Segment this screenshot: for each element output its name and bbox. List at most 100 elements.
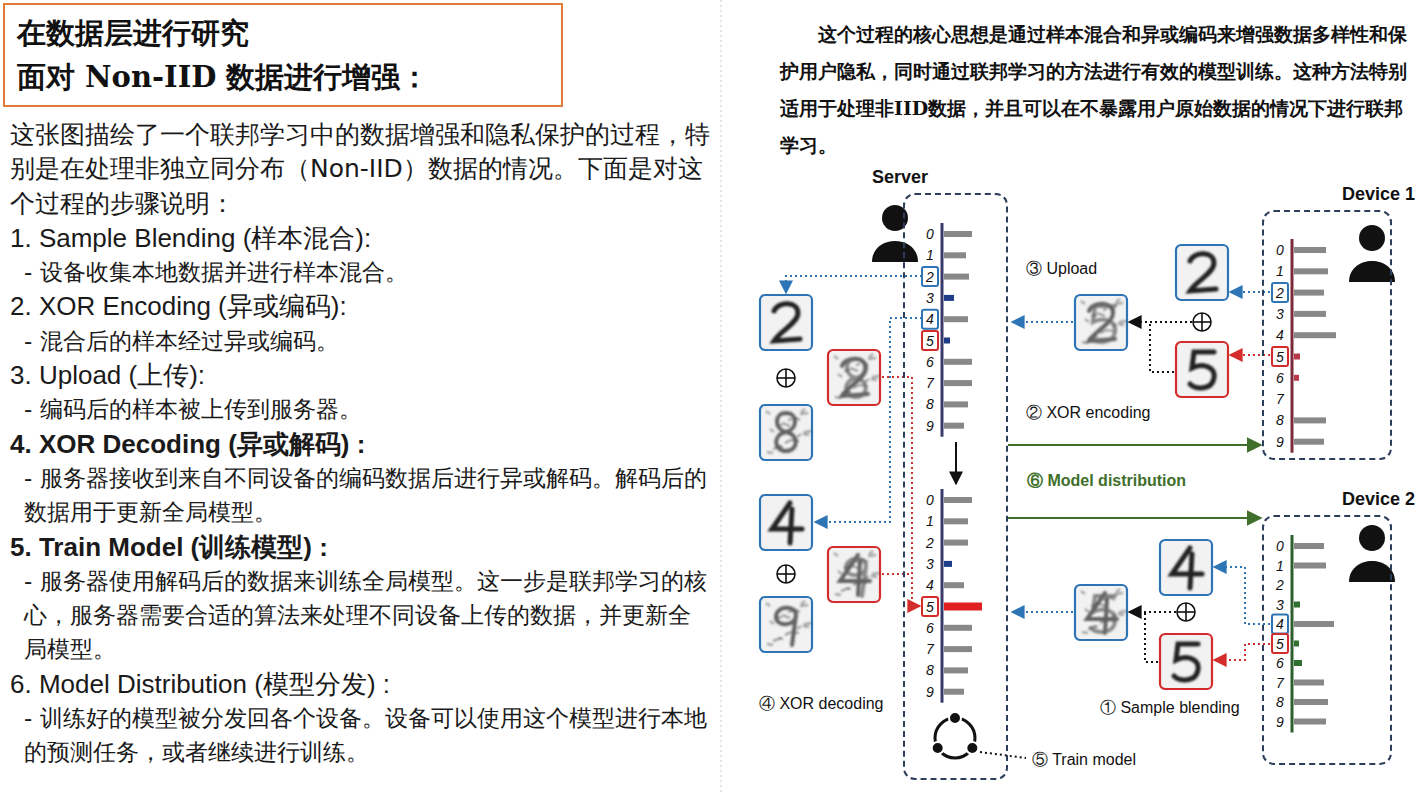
step-heading: 2. XOR Encoding (异或编码): bbox=[10, 289, 710, 323]
person-icon bbox=[872, 205, 918, 262]
digit-image bbox=[828, 547, 880, 602]
class-index: 2 bbox=[923, 535, 937, 551]
digit-image bbox=[760, 405, 812, 460]
step-detail: - 服务器使用解码后的数据来训练全局模型。这一步是联邦学习的核心，服务器需要合适… bbox=[10, 564, 710, 667]
class-index: 1 bbox=[923, 247, 937, 263]
dotted-line bbox=[1129, 321, 1192, 323]
dotted-line bbox=[1230, 354, 1270, 356]
train-icon bbox=[932, 712, 979, 758]
class-index: 5 bbox=[1273, 349, 1287, 365]
title-text: 在数据层进行研究 bbox=[17, 11, 549, 55]
step-detail: - 设备收集本地数据并进行样本混合。 bbox=[10, 255, 710, 289]
step-heading: 6. Model Distribution (模型分发) : bbox=[10, 667, 710, 701]
histogram bbox=[922, 489, 982, 703]
box-heading: Device 2 bbox=[1342, 489, 1415, 510]
class-index: 1 bbox=[1273, 263, 1287, 279]
step-label: ③ Upload bbox=[1024, 259, 1099, 280]
digit-image bbox=[1075, 295, 1127, 350]
class-index: 0 bbox=[1273, 538, 1287, 554]
dotted-line bbox=[1145, 612, 1158, 662]
class-index: 4 bbox=[1273, 327, 1287, 343]
xor-symbol bbox=[1177, 603, 1195, 621]
class-index: 3 bbox=[923, 290, 937, 306]
dotted-line bbox=[1150, 322, 1174, 372]
class-index: 7 bbox=[923, 641, 937, 657]
class-index: 9 bbox=[1273, 714, 1287, 730]
xor-symbol bbox=[777, 565, 795, 583]
class-index: 6 bbox=[923, 354, 937, 370]
histogram bbox=[1272, 535, 1334, 733]
class-index: 6 bbox=[923, 620, 937, 636]
dotted-line bbox=[882, 377, 920, 606]
class-index: 8 bbox=[1273, 412, 1287, 428]
digit-image bbox=[1160, 634, 1212, 689]
class-index: 4 bbox=[923, 311, 937, 327]
flow-arrow bbox=[955, 442, 957, 484]
digit-image bbox=[1160, 540, 1212, 595]
step-label: ⑤ Train model bbox=[1030, 750, 1138, 771]
step-heading: 4. XOR Decoding (异或解码) : bbox=[10, 427, 710, 461]
class-index: 0 bbox=[1273, 242, 1287, 258]
class-index: 4 bbox=[1273, 616, 1287, 632]
class-index: 7 bbox=[1273, 391, 1287, 407]
class-index: 6 bbox=[1273, 370, 1287, 386]
class-index: 5 bbox=[923, 333, 937, 349]
class-index: 2 bbox=[923, 269, 937, 285]
class-index: 4 bbox=[923, 577, 937, 593]
distribution-arrow bbox=[1008, 444, 1261, 446]
histogram bbox=[922, 223, 972, 437]
leader-line bbox=[980, 752, 1026, 758]
class-index: 3 bbox=[1273, 306, 1287, 322]
class-index: 7 bbox=[1273, 675, 1287, 691]
digit-image bbox=[828, 350, 880, 405]
slide-guide bbox=[721, 0, 722, 793]
class-index: 3 bbox=[923, 556, 937, 572]
step-label: ④ XOR decoding bbox=[757, 694, 886, 715]
class-index: 1 bbox=[923, 513, 937, 529]
xor-symbol bbox=[1193, 313, 1211, 331]
dotted-line bbox=[815, 318, 922, 522]
dotted-line bbox=[786, 276, 922, 293]
class-index: 1 bbox=[1273, 558, 1287, 574]
title-box: 在数据层进行研究面对 Non-IID 数据进行增强： bbox=[3, 3, 563, 107]
digit-image bbox=[1075, 585, 1127, 640]
class-index: 2 bbox=[1273, 285, 1287, 301]
class-index: 0 bbox=[923, 226, 937, 242]
class-index: 7 bbox=[923, 375, 937, 391]
xor-symbol bbox=[777, 369, 795, 387]
distribution-arrow bbox=[1008, 517, 1261, 519]
dotted-line bbox=[1129, 611, 1176, 613]
digit-image bbox=[1176, 245, 1228, 300]
class-index: 5 bbox=[923, 599, 937, 615]
step-heading: 3. Upload (上传): bbox=[10, 358, 710, 392]
server-box: Server bbox=[903, 193, 1008, 780]
person-icon bbox=[1349, 525, 1395, 582]
histogram bbox=[1272, 239, 1336, 453]
step-detail: - 服务器接收到来自不同设备的编码数据后进行异或解码。解码后的数据用于更新全局模… bbox=[10, 461, 710, 530]
person-icon bbox=[1349, 225, 1395, 282]
digit-image bbox=[760, 597, 812, 652]
step-detail: - 训练好的模型被分发回各个设备。设备可以使用这个模型进行本地的预测任务，或者继… bbox=[10, 701, 710, 770]
box-heading: Device 1 bbox=[1342, 184, 1415, 205]
step-label: ① Sample blending bbox=[1098, 698, 1242, 719]
digit-image bbox=[1176, 342, 1228, 397]
step-label: ② XOR encoding bbox=[1024, 403, 1153, 424]
class-index: 8 bbox=[923, 396, 937, 412]
class-index: 3 bbox=[1273, 597, 1287, 613]
class-index: 0 bbox=[923, 492, 937, 508]
class-index: 9 bbox=[923, 684, 937, 700]
step-heading: 5. Train Model (训练模型) : bbox=[10, 530, 710, 564]
class-index: 8 bbox=[1273, 694, 1287, 710]
digit-image bbox=[760, 495, 812, 550]
class-index: 5 bbox=[1273, 636, 1287, 652]
class-index: 8 bbox=[923, 662, 937, 678]
upload-line bbox=[1012, 611, 1073, 613]
text-column: 这张图描绘了一个联邦学习中的数据增强和隐私保护的过程，特别是在处理非独立同分布（… bbox=[10, 118, 710, 770]
step-heading: 1. Sample Blending (样本混合): bbox=[10, 221, 710, 255]
box-heading: Server bbox=[872, 167, 928, 188]
dotted-line bbox=[1230, 291, 1270, 293]
dotted-line bbox=[882, 573, 912, 575]
title-text: 面对 Non-IID 数据进行增强： bbox=[17, 55, 549, 99]
class-index: 2 bbox=[1273, 577, 1287, 593]
step-detail: - 混合后的样本经过异或编码。 bbox=[10, 324, 710, 358]
